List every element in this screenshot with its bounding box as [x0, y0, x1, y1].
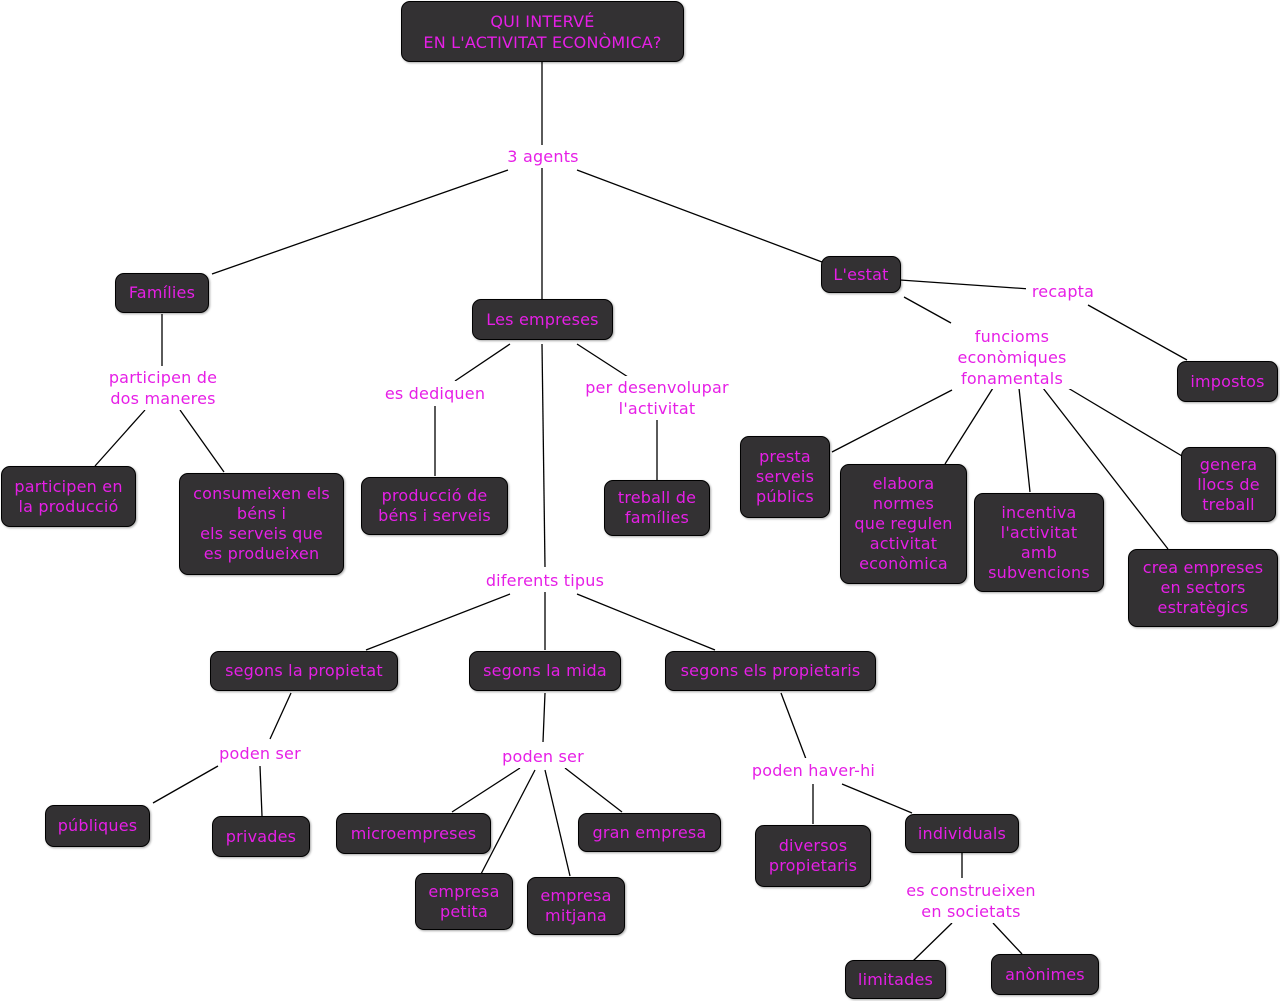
connector [1067, 387, 1183, 457]
node-subsidies[interactable]: incentiva l'activitat amb subvencions [974, 493, 1104, 592]
link-label-economic-functions: funcioms econòmiques fonamentals [942, 325, 1082, 389]
link-label-owners-can-be: poden haver-hi [741, 758, 886, 782]
node-micro[interactable]: microempreses [336, 813, 491, 854]
link-label-different-types: diferents tipus [481, 568, 609, 592]
node-small[interactable]: empresa petita [415, 873, 513, 930]
node-by-size[interactable]: segons la mida [469, 651, 621, 691]
node-anonymous[interactable]: anònimes [991, 954, 1099, 995]
link-label-3-agents: 3 agents [498, 145, 588, 167]
connector [1042, 387, 1169, 550]
connector [944, 387, 994, 465]
connector [576, 593, 716, 651]
node-state[interactable]: L'estat [821, 256, 901, 293]
node-large[interactable]: gran empresa [578, 813, 721, 852]
node-strategic[interactable]: crea empreses en sectors estratègics [1128, 549, 1278, 627]
link-label-participate-two-ways: participen de dos maneres [100, 366, 226, 410]
connector [365, 593, 511, 651]
link-label-develop-activity: per desenvolupar l'activitat [578, 376, 736, 420]
connector [841, 783, 913, 814]
connector [211, 169, 509, 275]
connector [259, 765, 263, 817]
link-label-devote-to: es dediquen [378, 381, 492, 405]
root-question-node[interactable]: QUI INTERVÉ EN L'ACTIVITAT ECONÒMICA? [401, 1, 684, 62]
node-companies[interactable]: Les empreses [472, 299, 613, 340]
node-public[interactable]: públiques [45, 805, 150, 847]
node-taxes[interactable]: impostos [1177, 361, 1278, 402]
connector [269, 692, 292, 740]
link-label-collects: recapta [1026, 280, 1100, 303]
node-goods-services[interactable]: producció de béns i serveis [361, 477, 508, 535]
link-label-build-companies: es construeixen en societats [893, 879, 1049, 923]
connector [576, 343, 629, 378]
node-medium[interactable]: empresa mitjana [527, 877, 625, 935]
node-jobs[interactable]: genera llocs de treball [1181, 447, 1276, 522]
node-participate-production[interactable]: participen en la producció [1, 466, 136, 527]
node-by-ownership[interactable]: segons la propietat [210, 651, 398, 691]
connector [544, 769, 571, 877]
connector [94, 409, 146, 467]
connector [454, 343, 511, 382]
link-label-size-can-be: poden ser [493, 744, 593, 768]
connector [992, 922, 1023, 955]
connector [541, 343, 546, 568]
connector [1018, 387, 1031, 493]
node-private[interactable]: privades [212, 816, 310, 857]
node-family-work[interactable]: treball de famílies [604, 480, 710, 536]
node-individuals[interactable]: individuals [905, 814, 1019, 853]
connector [576, 169, 823, 263]
connector [179, 409, 225, 473]
node-consume[interactable]: consumeixen els béns i els serveis que e… [179, 473, 344, 575]
connector [831, 389, 953, 453]
node-by-owners[interactable]: segons els propietaris [665, 651, 876, 691]
node-public-services[interactable]: presta serveis públics [740, 436, 830, 518]
link-label-ownership-can-be: poden ser [210, 741, 310, 765]
connector [152, 765, 219, 804]
connector [451, 767, 521, 813]
node-limited[interactable]: limitades [845, 960, 946, 999]
connector [480, 769, 536, 875]
connector [780, 692, 807, 760]
connector [912, 922, 953, 962]
connector [903, 296, 952, 324]
node-families[interactable]: Famílies [115, 273, 209, 313]
connector [1087, 304, 1188, 361]
node-several-owners[interactable]: diversos propietaris [755, 825, 871, 887]
node-regulations[interactable]: elabora normes que regulen activitat eco… [840, 464, 967, 584]
connector [564, 767, 623, 813]
connector [542, 692, 546, 743]
connector [899, 279, 1031, 290]
